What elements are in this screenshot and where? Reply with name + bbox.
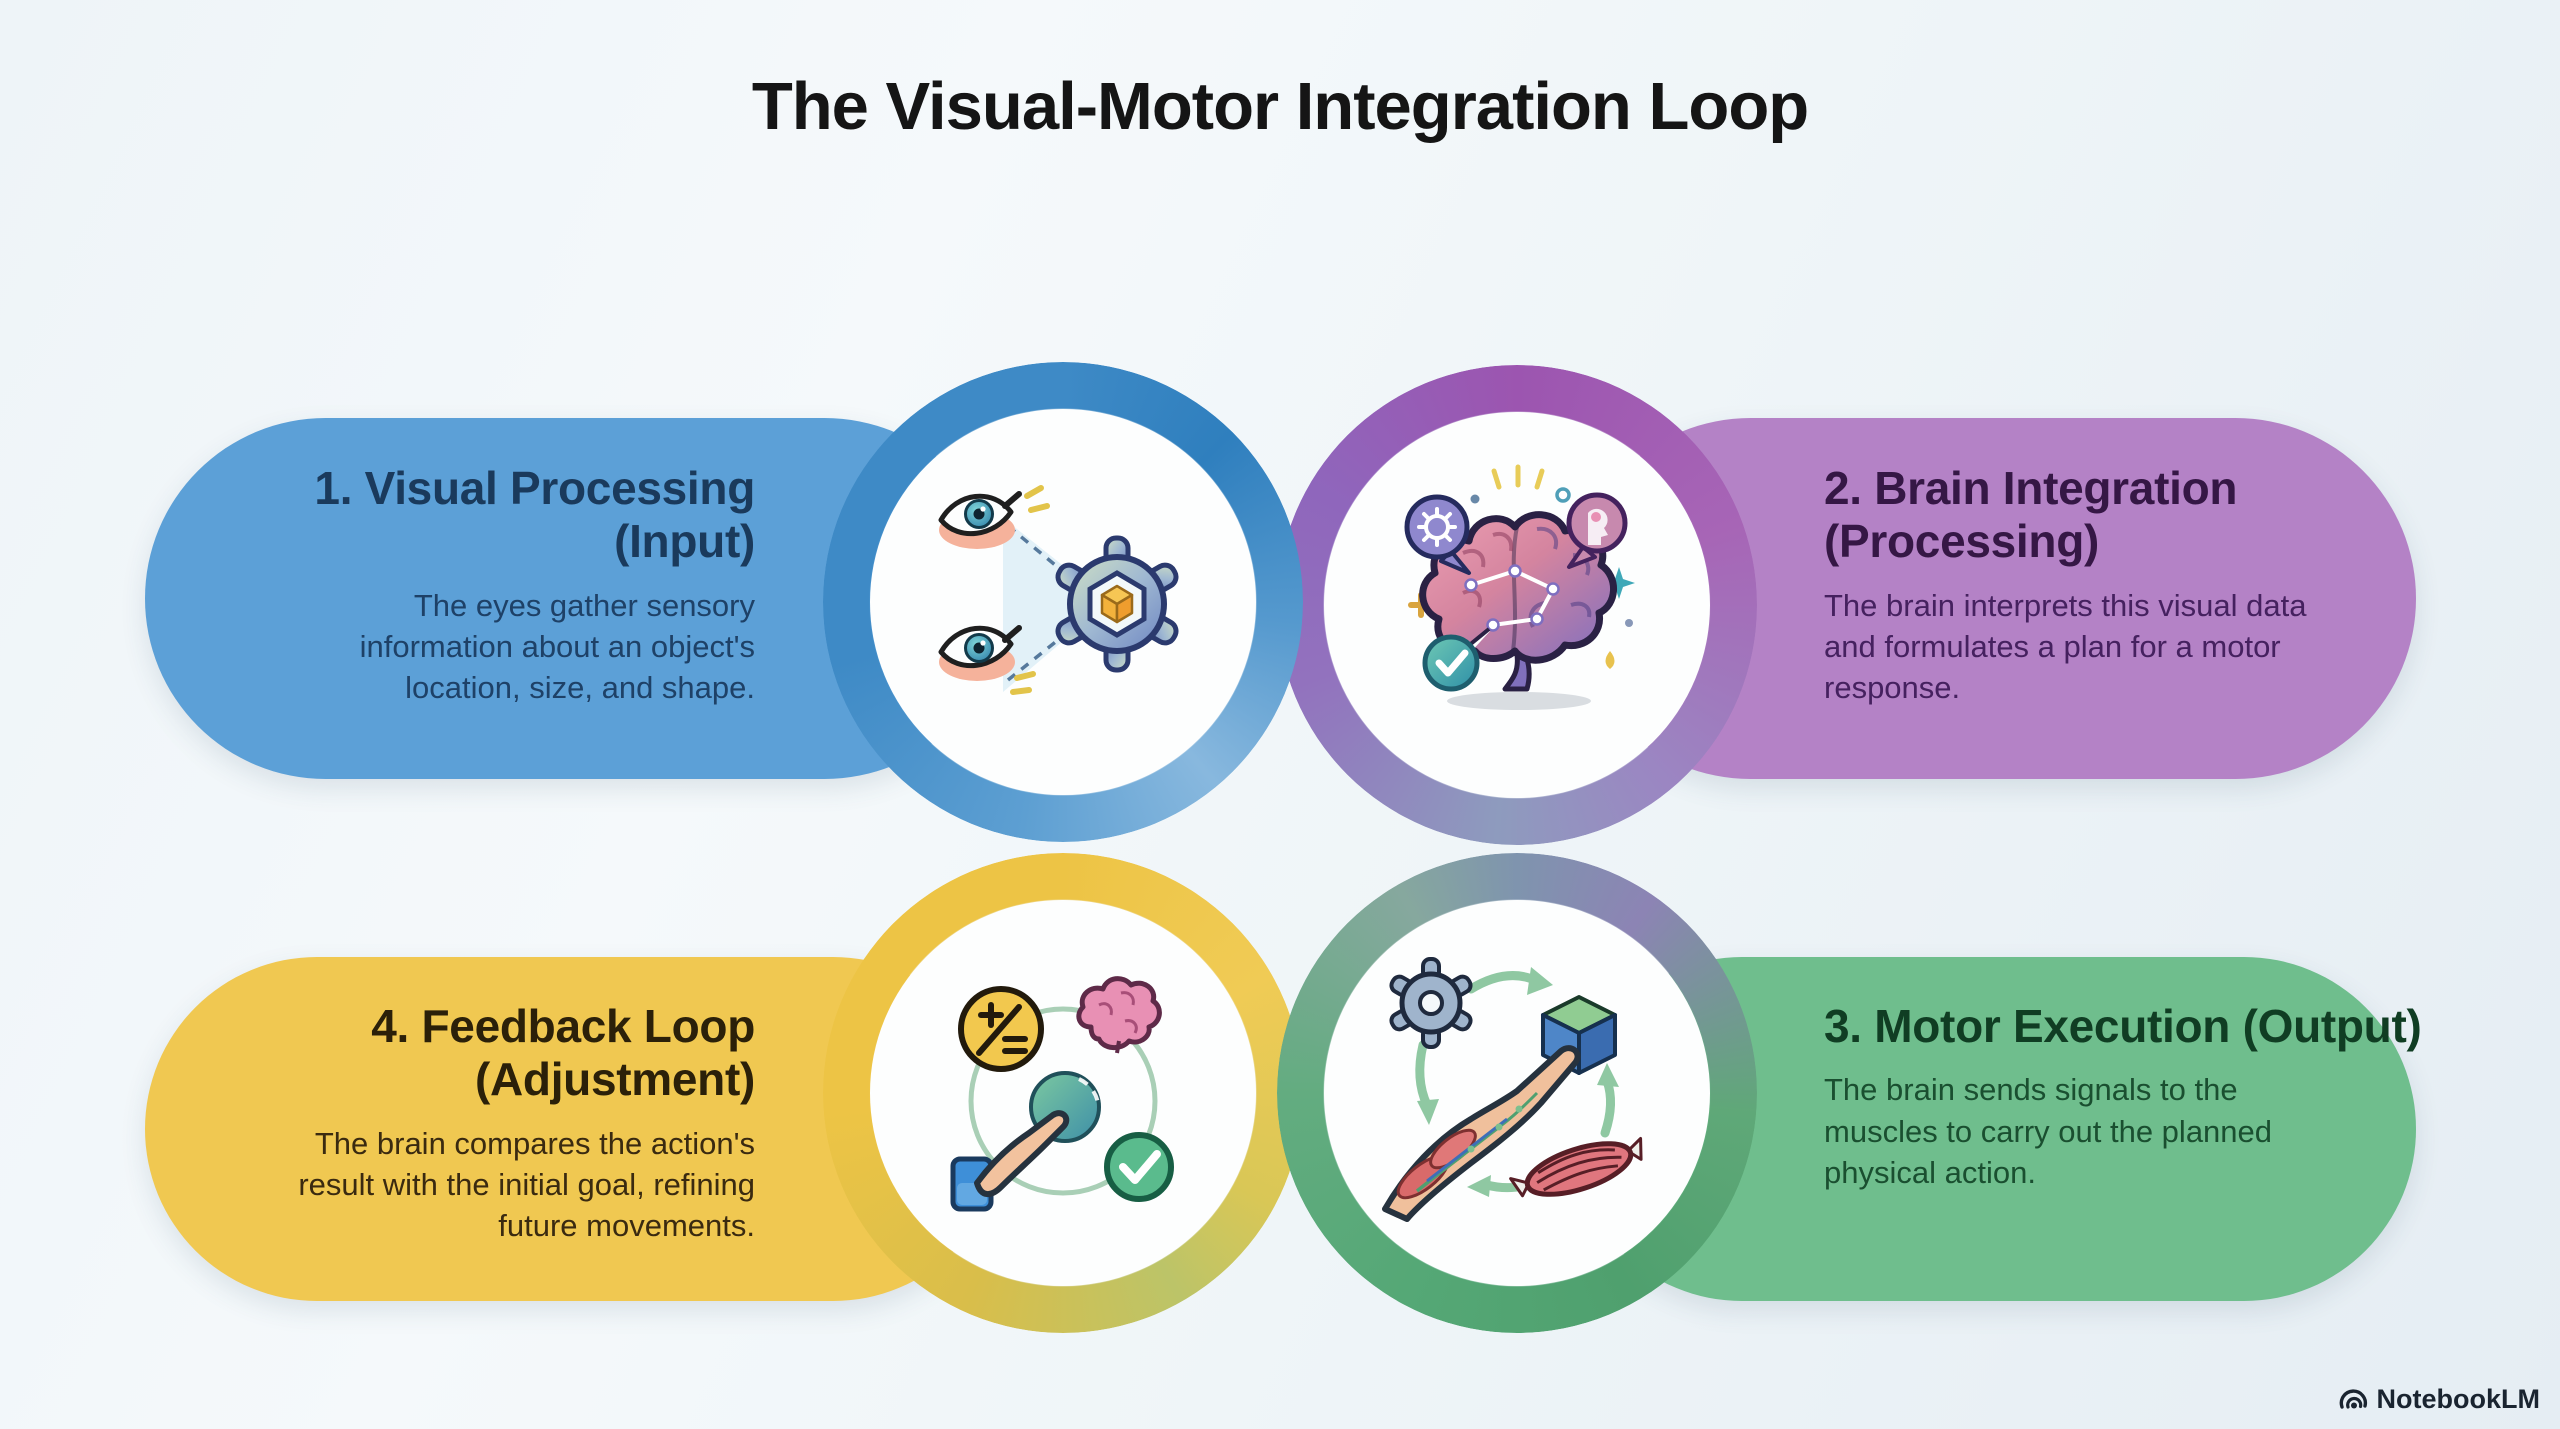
sparkle <box>1014 671 1036 681</box>
section-heading: 4. Feedback Loop (Adjustment) <box>371 1000 755 1106</box>
object-cube <box>1100 584 1134 624</box>
page-title: The Visual-Motor Integration Loop <box>751 69 1809 144</box>
brand-watermark: NotebookLM <box>2338 1384 2540 1415</box>
brain-network-icon <box>1404 464 1635 710</box>
shadow <box>1447 692 1591 710</box>
section-body: The eyes gather sensory information abou… <box>359 587 755 706</box>
hand-cube-muscle-icon <box>1382 957 1643 1222</box>
sparkle-rays <box>1491 464 1545 490</box>
section-motor-execution: 3. Motor Execution (Output) The brain se… <box>1824 1000 2454 1193</box>
math-circle <box>958 986 1044 1072</box>
check-circle <box>1104 1132 1174 1202</box>
dot-ring <box>1555 487 1571 503</box>
section-heading: 2. Brain Integration (Processing) <box>1824 462 2238 568</box>
section-body: The brain sends signals to the muscles t… <box>1824 1072 2273 1190</box>
eye-bottom <box>938 625 1036 695</box>
visual-processing-disc <box>870 409 1256 795</box>
target-cube <box>1541 995 1617 1075</box>
forearm-muscles <box>1396 1128 1477 1200</box>
brain-integration-disc <box>1324 412 1710 798</box>
gear-icon <box>1389 957 1473 1049</box>
muscle-striations <box>1536 1148 1622 1192</box>
motor-execution-disc <box>1324 900 1710 1286</box>
sparkle <box>1024 485 1044 499</box>
feedback-loop-disc <box>870 900 1256 1286</box>
mini-brain <box>1076 976 1162 1054</box>
eyelash <box>1002 491 1022 509</box>
object-gear <box>1055 535 1179 673</box>
head-bubble <box>1566 492 1628 569</box>
gyri <box>1462 532 1514 608</box>
sparkle <box>1028 503 1050 513</box>
hand-button-check-icon <box>950 976 1174 1212</box>
section-heading: 1. Visual Processing (Input) <box>314 462 755 568</box>
dot <box>1625 619 1633 627</box>
light-beam <box>1003 518 1109 692</box>
eyes-object-icon <box>938 485 1179 695</box>
mini-brain-gyri <box>1098 991 1138 1034</box>
brain <box>1419 511 1617 692</box>
droplet <box>1605 651 1615 669</box>
pointing-arm <box>1382 1045 1581 1222</box>
dot <box>1470 494 1480 504</box>
eye-top <box>938 485 1050 549</box>
arrow-heads <box>1417 967 1619 1197</box>
section-heading: 3. Motor Execution (Output) <box>1824 1000 2422 1052</box>
section-body: The brain compares the action's result w… <box>298 1125 755 1244</box>
section-body: The brain interprets this visual data an… <box>1824 587 2307 706</box>
star-sparkle <box>1603 567 1635 599</box>
eyelash <box>1002 625 1022 643</box>
section-visual-processing: 1. Visual Processing (Input) The eyes ga… <box>205 462 755 708</box>
network-nodes <box>1464 564 1560 632</box>
feedback-hand <box>950 1110 1070 1212</box>
check-bubble <box>1422 627 1491 692</box>
gear-bubble <box>1404 494 1471 575</box>
brand-name: NotebookLM <box>2376 1384 2540 1414</box>
section-brain-integration: 2. Brain Integration (Processing) The br… <box>1824 462 2454 708</box>
loop-ring <box>968 1006 1158 1196</box>
muscle-icon <box>1509 1136 1643 1198</box>
section-feedback-loop: 4. Feedback Loop (Adjustment) The brain … <box>205 1000 755 1246</box>
sparkle <box>1010 687 1032 695</box>
notebooklm-logo-icon <box>2339 1388 2367 1409</box>
